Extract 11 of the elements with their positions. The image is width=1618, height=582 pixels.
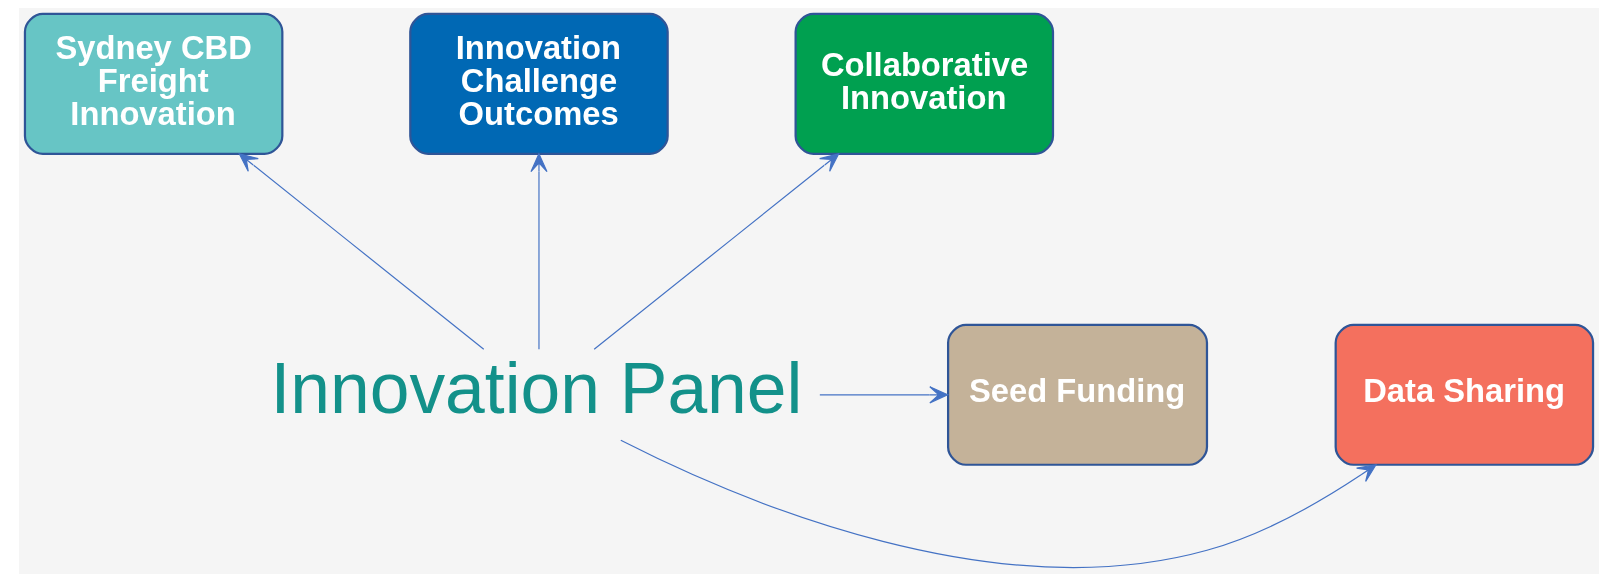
node-box: Collaborative Innovation: [794, 12, 1055, 155]
node-box: Data Sharing: [1334, 323, 1595, 466]
node-box: Innovation Challenge Outcomes: [409, 12, 669, 155]
arrow: [620, 439, 1377, 568]
node-box: Seed Funding: [947, 323, 1209, 466]
node-box: Sydney CBD Freight Innovation: [23, 12, 284, 155]
arrow: [530, 153, 548, 350]
arrow: [819, 386, 949, 404]
node-text: Innovation Panel: [270, 347, 803, 428]
arrow: [238, 153, 485, 350]
arrow: [593, 153, 840, 350]
